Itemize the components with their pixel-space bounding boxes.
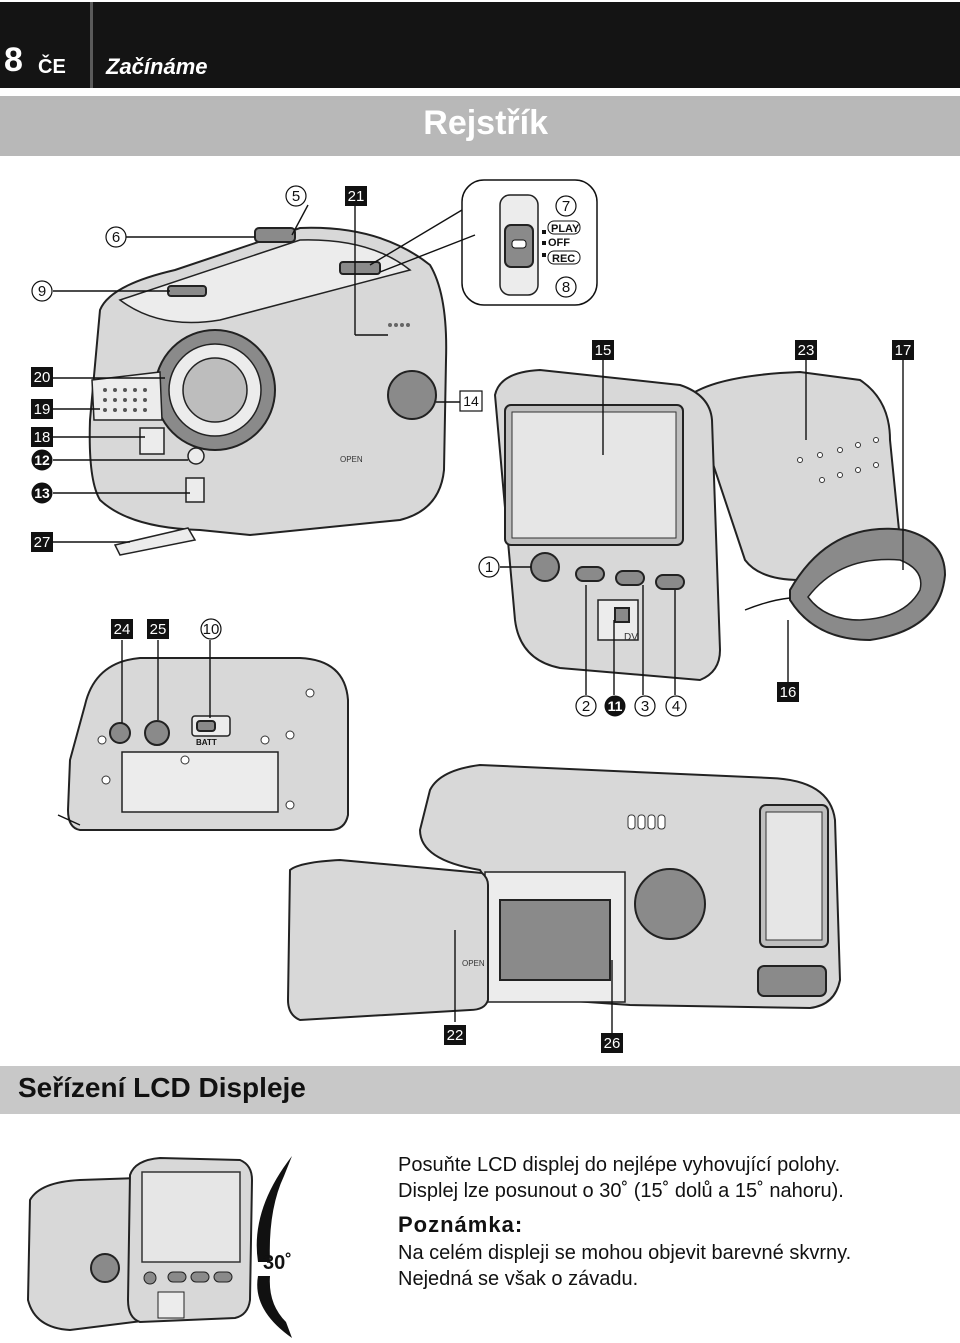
callout-4: 4: [665, 695, 687, 717]
svg-text:11: 11: [608, 698, 623, 714]
svg-text:21: 21: [348, 188, 365, 205]
svg-text:15: 15: [595, 342, 612, 359]
svg-text:1: 1: [485, 559, 493, 576]
section-title: Rejstřík: [423, 104, 548, 142]
callout-19: 19: [31, 399, 53, 419]
svg-text:8: 8: [562, 279, 570, 296]
switch-rec-label: REC: [552, 253, 575, 265]
instruction-line-2: Displej lze posunout o 30˚ (15˚ dolů a 1…: [398, 1180, 844, 1202]
callout-12: 12: [31, 449, 53, 471]
camcorder-side-view: OPEN: [286, 763, 842, 1022]
callout-8: 8: [555, 276, 577, 298]
header-divider: [90, 2, 93, 88]
lcd-tilt-figure: [26, 1156, 292, 1338]
svg-text:25: 25: [150, 621, 167, 638]
leader-lines: [53, 204, 904, 1033]
svg-text:26: 26: [604, 1035, 621, 1052]
svg-text:7: 7: [562, 198, 570, 215]
camcorder-lcd-view: DV: [493, 368, 947, 682]
open-label-front: OPEN: [340, 455, 363, 464]
callout-6: 6: [105, 226, 127, 248]
open-label-side: OPEN: [462, 959, 485, 968]
callout-2: 2: [575, 695, 597, 717]
page-number: 8: [4, 41, 23, 79]
tilt-angle-label: 30˚: [263, 1252, 292, 1274]
page-header: [0, 2, 960, 88]
camcorder-front-view: OPEN: [88, 226, 448, 556]
note-line-2: Nejedná se však o závadu.: [398, 1268, 639, 1290]
svg-text:17: 17: [895, 342, 912, 359]
callout-5: 5: [285, 185, 307, 207]
note-body: Na celém displeji se mohou objevit barev…: [398, 1240, 953, 1292]
switch-off-label: OFF: [548, 237, 570, 249]
lcd-instruction: Posuňte LCD displej do nejlépe vyhovujíc…: [398, 1152, 953, 1204]
callout-markers: 5 6 9 7 8 1 2 3 4 10 11 12 13 14 21 20 1…: [31, 185, 914, 1053]
callout-16: 16: [777, 682, 799, 702]
callout-26: 26: [601, 1033, 623, 1053]
callout-25: 25: [147, 619, 169, 639]
lcd-section-band: [0, 1066, 960, 1114]
callout-9: 9: [31, 280, 53, 302]
note-line-1: Na celém displeji se mohou objevit barev…: [398, 1242, 852, 1264]
svg-text:5: 5: [292, 188, 300, 205]
section-band: [0, 96, 960, 156]
callout-22: 22: [444, 1025, 466, 1045]
callout-14: 14: [459, 390, 483, 412]
svg-text:10: 10: [203, 621, 220, 638]
svg-text:23: 23: [798, 342, 815, 359]
lcd-section-title: Seřízení LCD Displeje: [18, 1072, 306, 1103]
switch-play-label: PLAY: [551, 223, 580, 235]
svg-text:18: 18: [34, 429, 51, 446]
svg-text:27: 27: [34, 534, 51, 551]
svg-text:16: 16: [780, 684, 797, 701]
svg-text:12: 12: [34, 452, 50, 468]
svg-text:6: 6: [112, 229, 120, 246]
dv-port-label: DV: [624, 632, 638, 643]
callout-24: 24: [111, 619, 133, 639]
callout-18: 18: [31, 427, 53, 447]
svg-text:14: 14: [463, 393, 479, 409]
svg-text:19: 19: [34, 401, 51, 418]
callout-15: 15: [592, 340, 614, 360]
callout-23: 23: [795, 340, 817, 360]
svg-text:20: 20: [34, 369, 51, 386]
svg-text:22: 22: [447, 1027, 464, 1044]
callout-1: 1: [478, 556, 500, 578]
camcorder-index-figure: .body { fill: #d8d8d8; stroke: #222; str…: [31, 179, 947, 1053]
note-title: Poznámka:: [398, 1212, 524, 1237]
callout-21: 21: [345, 186, 367, 206]
language-code: ČE: [38, 56, 66, 78]
callout-10: 10: [200, 618, 222, 640]
instruction-line-1: Posuňte LCD displej do nejlépe vyhovujíc…: [398, 1154, 841, 1176]
batt-label: BATT: [196, 738, 217, 747]
svg-text:9: 9: [38, 283, 46, 300]
callout-20: 20: [31, 367, 53, 387]
callout-3: 3: [634, 695, 656, 717]
svg-text:24: 24: [114, 621, 131, 638]
callout-7: 7: [555, 195, 577, 217]
callout-17: 17: [892, 340, 914, 360]
callout-13: 13: [31, 482, 53, 504]
svg-text:4: 4: [672, 698, 680, 715]
camcorder-bottom-view: BATT: [57, 657, 349, 831]
callout-27: 27: [31, 532, 53, 552]
svg-text:13: 13: [34, 485, 50, 501]
chapter-title: Začínáme: [106, 54, 208, 79]
svg-text:2: 2: [582, 698, 590, 715]
svg-text:3: 3: [641, 698, 649, 715]
callout-11: 11: [604, 695, 626, 717]
